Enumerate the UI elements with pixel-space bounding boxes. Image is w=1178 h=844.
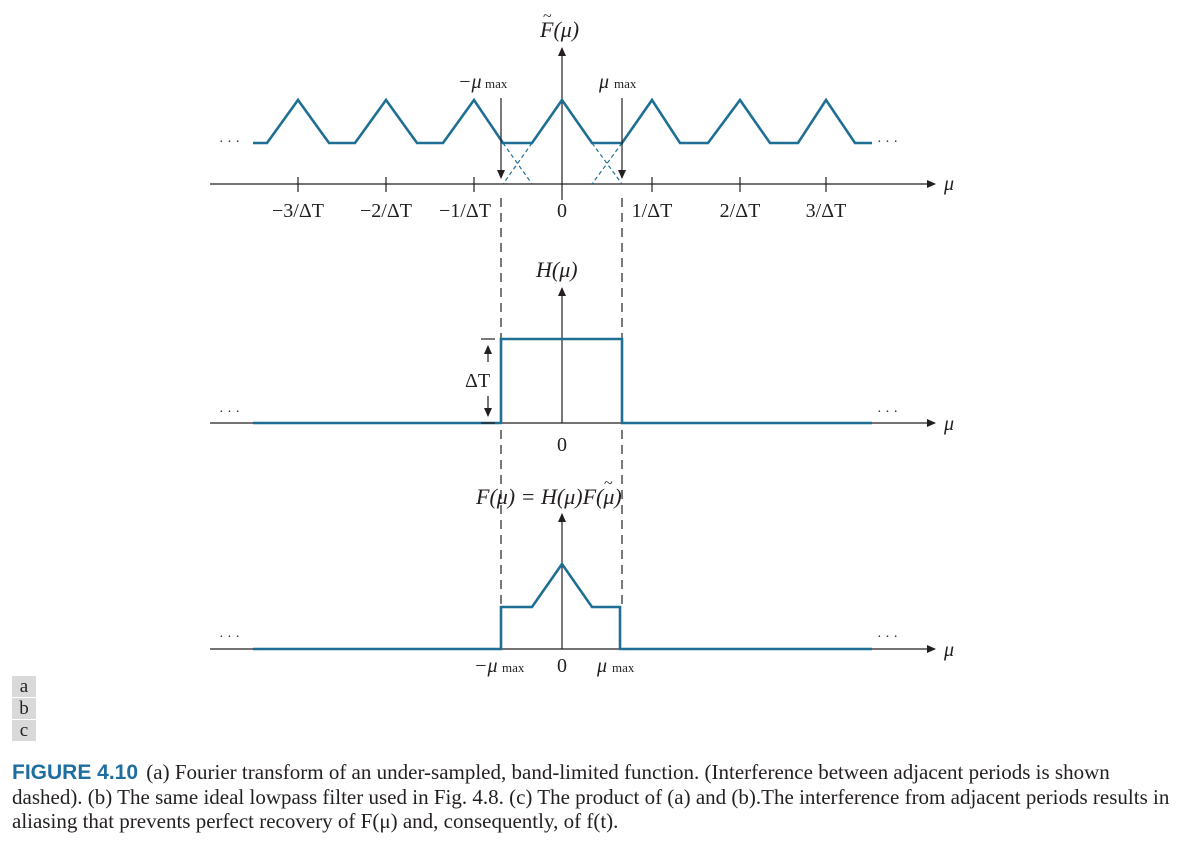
panel-letter-a: a xyxy=(12,676,36,697)
axis-variable-c: μ xyxy=(943,639,954,661)
function-label-c: F(μ) = H(μ)F(μ) ~ xyxy=(475,475,622,509)
mu-max-label-c: μ max xyxy=(596,655,635,677)
ellipsis-left-c: · · · xyxy=(219,630,240,645)
svg-text:max: max xyxy=(612,660,635,675)
tick-label: −3/ΔT xyxy=(272,200,324,222)
zero-label-c: 0 xyxy=(557,655,567,677)
tick-label: 3/ΔT xyxy=(806,200,847,222)
svg-text:max: max xyxy=(485,76,508,91)
svg-text:max: max xyxy=(614,76,637,91)
svg-text:F(μ) = H(μ)F(μ): F(μ) = H(μ)F(μ) xyxy=(475,484,622,509)
zero-label-b: 0 xyxy=(557,434,567,456)
svg-text:−μ: −μ xyxy=(458,71,482,93)
svg-text:~: ~ xyxy=(543,8,552,25)
tick-label: 2/ΔT xyxy=(720,200,761,222)
caption-text: (a) Fourier transform of an under-sample… xyxy=(12,760,1170,833)
tick-label: −2/ΔT xyxy=(360,200,412,222)
figure-number: FIGURE 4.10 xyxy=(12,761,139,784)
function-label-b: H(μ) xyxy=(535,257,578,282)
axis-variable-b: μ xyxy=(943,413,954,435)
figure-caption: FIGURE 4.10 (a) Fourier transform of an … xyxy=(12,760,1172,833)
function-label-a: F(μ) ~ xyxy=(539,8,579,42)
mu-max-label: μ max xyxy=(598,71,637,93)
ellipsis-left-a: · · · xyxy=(219,135,240,150)
ellipsis-right-b: · · · xyxy=(877,405,898,420)
height-dimension xyxy=(481,338,495,424)
tick-label: −1/ΔT xyxy=(439,200,491,222)
panel-letter-b: b xyxy=(12,698,36,719)
axis-variable-a: μ xyxy=(943,173,954,195)
panel-letters: a b c xyxy=(12,676,36,742)
interference-dashed xyxy=(502,142,623,185)
ellipsis-right-c: · · · xyxy=(877,630,898,645)
panel-b: μ H(μ) ΔT 0 · · · · · · xyxy=(210,257,954,456)
ellipsis-right-a: · · · xyxy=(877,135,898,150)
aliased-spectrum-a xyxy=(253,97,872,145)
panel-a: μ F(μ) ~ −3/ΔT −2/ΔT −1/ΔT 0 1/ΔT 2/ΔT 3… xyxy=(210,8,954,222)
guide-lines xyxy=(500,198,623,604)
panel-letter-c: c xyxy=(12,720,36,741)
tick-label: 1/ΔT xyxy=(632,200,673,222)
neg-mu-max-label-c: −μ max xyxy=(474,655,525,677)
svg-text:μ: μ xyxy=(596,655,607,677)
figure-diagram: μ F(μ) ~ −3/ΔT −2/ΔT −1/ΔT 0 1/ΔT 2/ΔT 3… xyxy=(210,8,954,677)
svg-text:−μ: −μ xyxy=(474,655,498,677)
height-label: ΔT xyxy=(465,370,490,392)
svg-text:max: max xyxy=(502,660,525,675)
svg-text:μ: μ xyxy=(598,71,609,93)
tick-label: 0 xyxy=(557,200,567,222)
svg-text:~: ~ xyxy=(604,475,613,492)
panel-c: μ F(μ) = H(μ)F(μ) ~ −μ max 0 μ max · · ·… xyxy=(210,475,954,677)
product-spectrum xyxy=(253,561,872,651)
neg-mu-max-label: −μ max xyxy=(458,71,508,93)
tick-marks-a xyxy=(297,177,827,192)
svg-text:F(μ): F(μ) xyxy=(539,17,579,42)
lowpass-filter xyxy=(253,337,872,425)
ellipsis-left-b: · · · xyxy=(219,405,240,420)
